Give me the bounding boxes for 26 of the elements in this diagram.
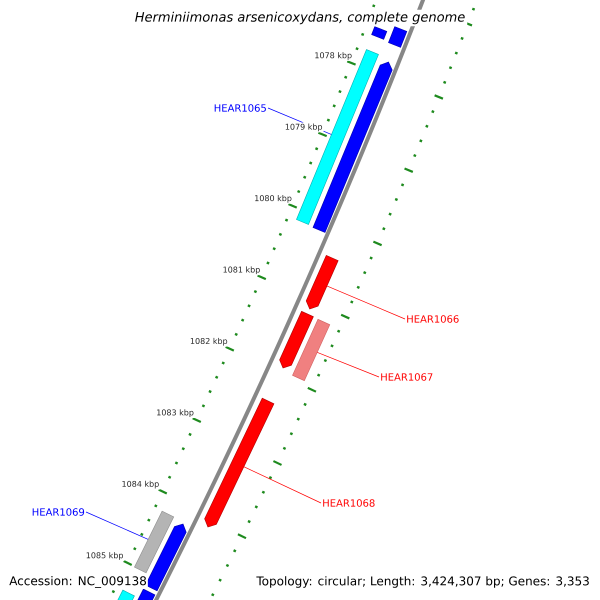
leader-line: [317, 352, 380, 378]
gene-bar: [145, 524, 187, 592]
title: Herminiimonas arsenicoxydans, complete genome: [132, 10, 468, 26]
footer-text: Accession: NC_009138: [8, 575, 148, 589]
tick-label: 1078 kbp: [313, 51, 354, 61]
gene-label: HEAR1065: [212, 103, 268, 113]
gene-bar: [204, 398, 274, 528]
tick-label: 1082 kbp: [188, 336, 229, 347]
gene-bar: [371, 26, 388, 40]
gene-bar: [388, 26, 408, 48]
tick-label: 1083 kbp: [155, 408, 195, 418]
gene-label: HEAR1068: [321, 498, 376, 508]
leader-line: [244, 466, 322, 504]
tick-label: 1081 kbp: [222, 265, 262, 276]
gene-label: HEAR1069: [30, 507, 86, 517]
leader-line: [86, 512, 148, 540]
gene-bar: [134, 510, 174, 574]
gene-label: HEAR1066: [405, 314, 460, 324]
tick-label: 1080 kbp: [253, 194, 293, 204]
tick-label: 1079 kbp: [284, 122, 324, 132]
footer-text: Topology: circular; Length: 3,424,307 bp; Genes: 3,353: [255, 575, 591, 589]
gene-bar: [136, 588, 156, 600]
gene-label: HEAR1067: [379, 372, 434, 382]
leader-line: [326, 286, 406, 320]
tick-label: 1085 kbp: [84, 551, 124, 561]
tick-label: 1084 kbp: [120, 480, 160, 490]
